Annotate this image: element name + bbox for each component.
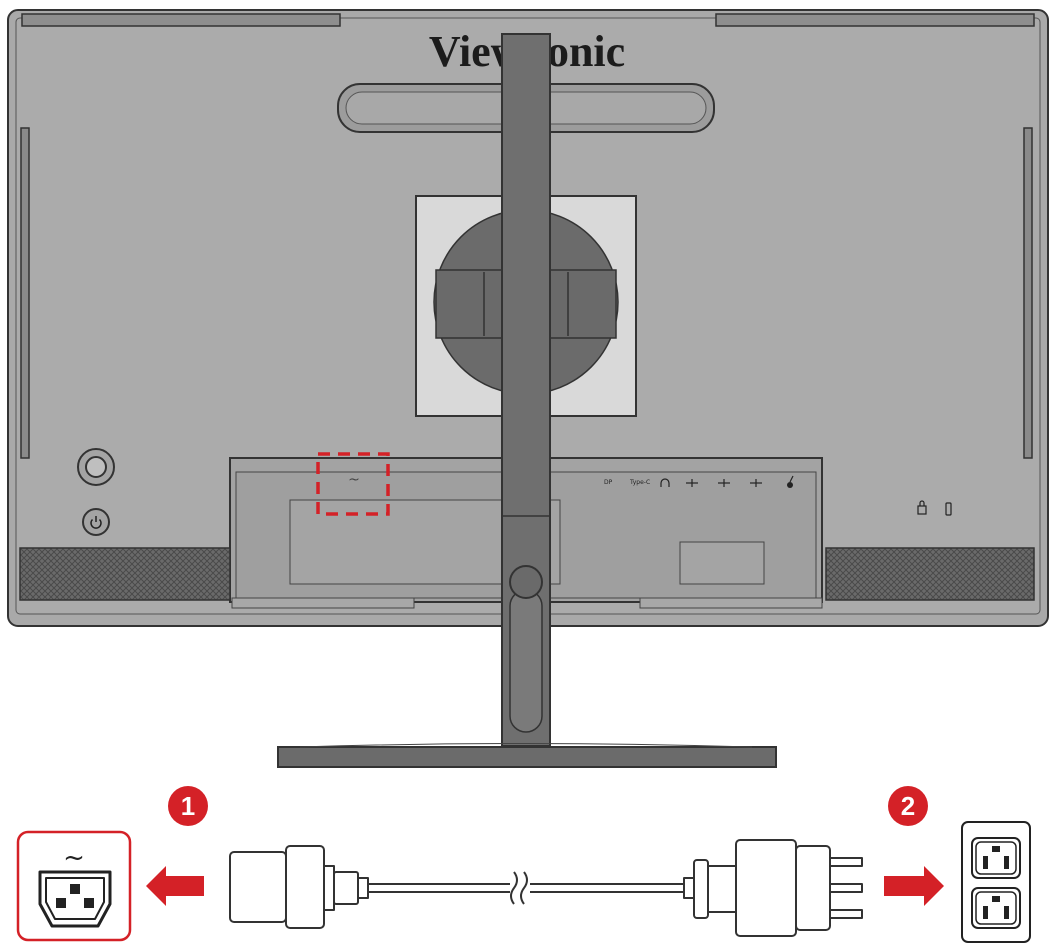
ac-inlet-highlight — [316, 452, 390, 516]
side-vent-left — [20, 127, 30, 459]
wall-plug-head — [735, 839, 797, 937]
usb-port-icon — [686, 479, 762, 487]
top-vent-left — [21, 13, 341, 27]
step-2-badge: 2 — [888, 786, 928, 826]
monitor-ac-inlet-symbol: ~ — [348, 472, 360, 488]
dp-port-label: DP — [604, 479, 613, 486]
step-1-badge: 1 — [168, 786, 208, 826]
arrow-right-icon — [884, 866, 944, 906]
svg-text:2: 2 — [901, 791, 915, 821]
kensington-lock-icon — [917, 500, 952, 516]
sensor-port-icon — [787, 475, 794, 488]
stand-base — [299, 743, 753, 748]
iec-plug-head — [229, 851, 287, 923]
speaker-grille-right — [825, 547, 1035, 601]
monitor-stand — [277, 33, 777, 768]
headphone-port-icon — [660, 478, 670, 487]
side-vent-right — [1023, 127, 1033, 459]
top-vent-right — [715, 13, 1035, 27]
svg-text:1: 1 — [181, 791, 195, 821]
wall-outlet-icon — [961, 821, 1031, 943]
svg-text:~: ~ — [63, 843, 85, 873]
ac-power-inlet-icon: ~ — [16, 830, 132, 942]
typec-port-label: Type-C — [629, 479, 650, 486]
power-icon — [90, 516, 102, 529]
power-cord — [229, 839, 863, 937]
cable-management-slot — [509, 589, 543, 733]
speaker-grille-left — [19, 547, 231, 601]
arrow-left-icon — [146, 866, 204, 906]
